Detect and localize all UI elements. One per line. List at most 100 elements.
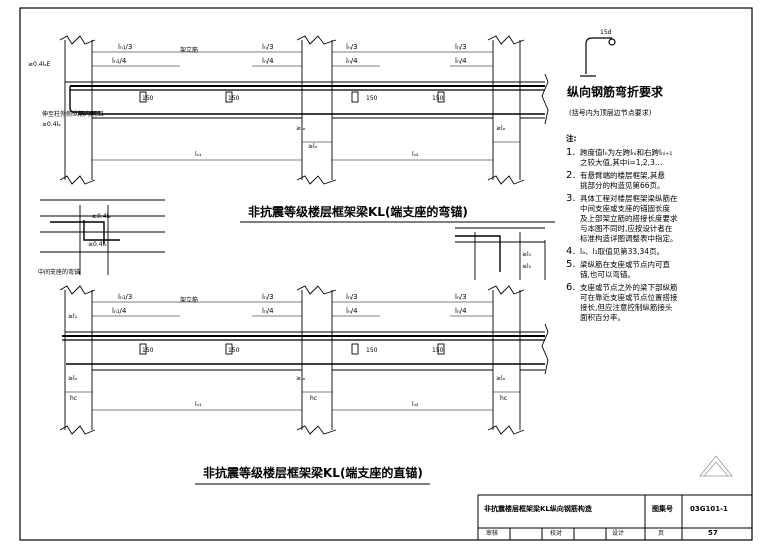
spacing-3: 150	[366, 95, 378, 102]
note-text: 支座或节点之外的梁下部纵筋可在靠近支座或节点位置搭接接长,但应注意控制纵筋接头面…	[580, 283, 678, 323]
bottom-diagram-title: 非抗震等级楼层框架梁KL(端支座的直锚)	[203, 466, 423, 480]
note-item: 5. 梁纵筋在支座或节点内可直锚,也可以弯锚。	[566, 260, 678, 280]
tb-review: 审核	[486, 530, 499, 537]
note-line: 面积百分率。	[580, 313, 625, 322]
note-item: 4.lₐ、l₁取值见第33,34页。	[566, 247, 678, 257]
bspacing-2: 150	[228, 347, 240, 354]
bot-dim-2: lₙ₁/4	[112, 307, 127, 315]
top-dim-6: lₙ/4	[346, 57, 358, 65]
note-number: 1.	[566, 147, 576, 158]
middle-support-label: 中间支座的弯锚	[38, 269, 81, 276]
bot-anchor-la-3: ≥lₐ	[496, 375, 506, 382]
tb-main-title: 非抗震楼层框架梁KL纵向钢筋构造	[484, 505, 592, 513]
bot-dim-1: lₙ₁/3	[118, 293, 133, 301]
note-line: 接长,但应注意控制纵筋接头	[580, 303, 673, 312]
note-line: 挑部分的构造见第66页。	[580, 181, 665, 190]
note-line: 锚,也可以弯锚。	[580, 270, 635, 279]
spacing-2: 150	[228, 95, 240, 102]
tb-design: 设计	[612, 530, 625, 537]
top-dim-1: lₙ₁/3	[118, 43, 133, 51]
mid-anchor-1: ≥0.4lₐ	[92, 213, 111, 220]
bottom-tag: 架立筋	[180, 297, 199, 304]
note-text: 具体工程对楼层框架梁纵筋在中间支座或支座的锚固长度及上部架立筋的搭接长度要求与本…	[580, 194, 678, 244]
bspacing-4: 150	[432, 347, 444, 354]
tb-check: 校对	[550, 530, 563, 537]
rebar-note: 伸至柱外侧纵筋内侧,且	[42, 111, 104, 118]
note-line: 之较大值,其中i=1,2,3…	[580, 158, 663, 167]
notes-heading: 注:	[566, 134, 577, 143]
spacing-4: 150	[432, 95, 444, 102]
top-dim-3: lₙ/3	[262, 43, 274, 51]
note-line: 跨度值lₙ为左跨lₙᵢ和右跨lₙᵢ₊₁	[580, 148, 673, 157]
top-diagram-title: 非抗震等级楼层框架梁KL(端支座的弯锚)	[248, 205, 468, 219]
note-line: lₐ、l₁取值见第33,34页。	[580, 247, 665, 256]
top-dim-5: lₙ/3	[346, 43, 358, 51]
bend-title: 纵向钢筋弯折要求	[567, 85, 664, 99]
bspacing-1: 150	[142, 347, 154, 354]
bot-hc-3: hᴄ	[500, 395, 508, 402]
bot-span-left: lₙ₁	[195, 401, 202, 408]
bot-dim-6: lₙ/4	[346, 307, 358, 315]
title-block	[477, 494, 753, 541]
mid-anchor-2: ≥0.4lₐ	[88, 241, 107, 248]
top-dim-8: lₙ/4	[455, 57, 467, 65]
note-item: 2. 有悬臂端的楼层框架,其悬挑部分的构造见第66页。	[566, 171, 678, 191]
middle-support-detail	[40, 199, 165, 275]
top-beam-diagram	[59, 35, 549, 185]
right-anchor-le: ≤l₁	[522, 263, 532, 270]
top-dim-4: lₙ/4	[262, 57, 274, 65]
note-number: 2.	[566, 170, 576, 181]
bot-hc-1: hᴄ	[70, 395, 78, 402]
note-number: 5.	[566, 259, 576, 270]
note-number: 3.	[566, 193, 576, 204]
right-anchor-l1: ≥l₁	[522, 251, 532, 258]
tb-atlas-label: 图集号	[652, 505, 673, 513]
bot-anchor-la-2: ≥lₐ	[296, 375, 306, 382]
tb-page-no: 57	[708, 529, 718, 537]
right-anchor-detail	[455, 227, 546, 280]
bot-dim-4: lₙ/4	[262, 307, 274, 315]
bot-dim-8: lₙ/4	[455, 307, 467, 315]
bot-dim-5: lₙ/3	[346, 293, 358, 301]
bot-hc-2: hᴄ	[310, 395, 318, 402]
note-item: 3. 具体工程对楼层框架梁纵筋在中间支座或支座的锚固长度及上部架立筋的搭接长度要求…	[566, 194, 678, 244]
sheet-border	[19, 7, 753, 541]
spacing-1: 150	[142, 95, 154, 102]
note-number: 6.	[566, 282, 576, 293]
note-line: 梁纵筋在支座或节点内可直	[580, 260, 670, 269]
bot-dim-7: lₙ/3	[455, 293, 467, 301]
tb-atlas-no: 03G101-1	[690, 505, 728, 513]
bot-dim-3: lₙ/3	[262, 293, 274, 301]
note-text: 有悬臂端的楼层框架,其悬挑部分的构造见第66页。	[580, 171, 665, 191]
note-line: 及上部架立筋的搭接长度要求	[580, 214, 678, 223]
bot-left-l1: ≥l₁	[68, 313, 78, 320]
note-line: 有悬臂端的楼层框架,其悬	[580, 171, 665, 180]
note-text: lₐ、l₁取值见第33,34页。	[580, 247, 664, 257]
bend-dim-label: 15d	[600, 29, 612, 36]
top-anchor-04: ≥0.4lₐ	[42, 121, 61, 128]
note-line: 与本图不同时,应按设计者在	[580, 224, 673, 233]
top-anchor-la-1: ≥lₐ	[296, 125, 306, 132]
top-span-right: lₙ₂	[412, 151, 419, 158]
top-span-left: lₙ₁	[195, 151, 202, 158]
watermark-icon	[699, 455, 733, 477]
note-line: 支座或节点之外的梁下部纵筋	[580, 283, 678, 292]
top-tag: 架立筋	[180, 47, 199, 54]
note-item: 6. 支座或节点之外的梁下部纵筋可在靠近支座或节点位置搭接接长,但应注意控制纵筋接…	[566, 283, 678, 323]
tb-page-label: 页	[658, 530, 665, 537]
note-text: 梁纵筋在支座或节点内可直锚,也可以弯锚。	[580, 260, 670, 280]
bend-detail	[580, 37, 616, 77]
top-left-anchor: ≥0.4lₐE	[28, 61, 51, 68]
top-anchor-la-2: ≥lₐ	[496, 125, 506, 132]
note-line: 中间支座或支座的锚固长度	[580, 204, 670, 213]
note-line: 具体工程对楼层框架梁纵筋在	[580, 194, 678, 203]
top-anchor-l1: ≥lₐ	[308, 143, 318, 150]
note-line: 标准构造详图调整表中指定。	[580, 234, 678, 243]
bot-span-right: lₙ₂	[412, 401, 419, 408]
top-dim-7: lₙ/3	[455, 43, 467, 51]
